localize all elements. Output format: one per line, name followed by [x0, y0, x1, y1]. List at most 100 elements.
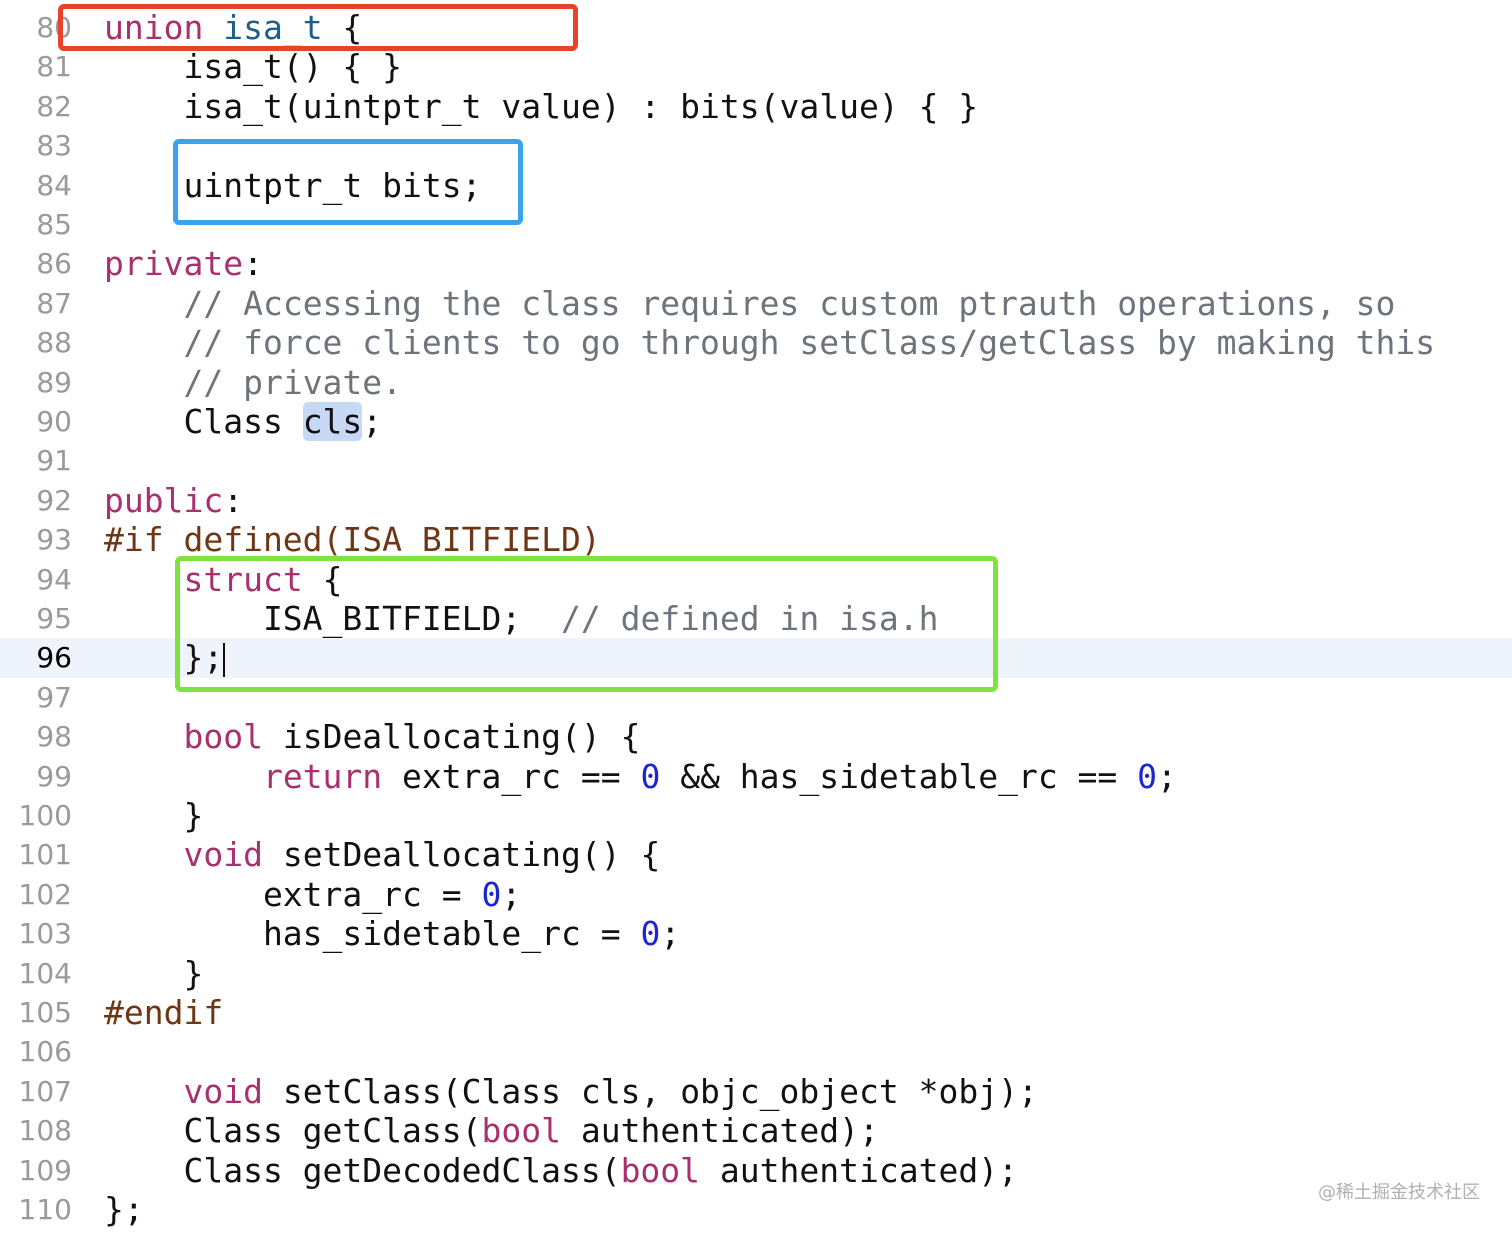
line-number: 95	[36, 602, 72, 635]
code-line[interactable]: 83	[0, 126, 1512, 165]
code-token: {	[322, 8, 363, 47]
line-number: 97	[36, 680, 72, 714]
code-line[interactable]: 102 extra_rc = 0;	[0, 875, 1512, 914]
code-line[interactable]: 99 return extra_rc == 0 && has_sidetable…	[0, 757, 1512, 796]
code-token: ;	[660, 914, 681, 954]
code-line[interactable]: 91	[0, 441, 1512, 480]
code-line[interactable]: 85	[0, 205, 1512, 244]
code-text: Class cls;	[104, 402, 382, 441]
code-token: };	[104, 1190, 144, 1229]
line-number: 109	[18, 1153, 72, 1187]
code-line[interactable]: 108 Class getClass(bool authenticated);	[0, 1111, 1512, 1150]
code-text: return extra_rc == 0 && has_sidetable_rc…	[104, 757, 1177, 796]
code-line[interactable]: 94 struct {	[0, 560, 1512, 599]
code-token	[104, 757, 263, 796]
code-line[interactable]: 106	[0, 1032, 1512, 1071]
code-line[interactable]: 84 uintptr_t bits;	[0, 166, 1512, 205]
code-text: void setClass(Class cls, objc_object *ob…	[104, 1071, 1038, 1111]
preprocessor-token: #endif	[104, 993, 224, 1032]
code-line[interactable]: 95 ISA_BITFIELD; // defined in isa.h	[0, 599, 1512, 638]
comment-token: // defined in isa.h	[560, 599, 939, 638]
keyword-token: bool	[620, 1150, 701, 1190]
code-text: };	[104, 638, 226, 677]
line-number: 91	[36, 444, 72, 478]
code-token: }	[104, 796, 204, 835]
code-text: uintptr_t bits;	[104, 166, 481, 205]
code-text: Class getClass(bool authenticated);	[104, 1111, 879, 1151]
code-line[interactable]: 88 // force clients to go through setCla…	[0, 323, 1512, 362]
line-number: 103	[18, 917, 72, 951]
code-text: extra_rc = 0;	[104, 875, 521, 914]
code-token: ;	[362, 402, 383, 441]
line-number: 93	[36, 523, 72, 557]
code-token	[203, 8, 223, 47]
line-number: 106	[18, 1035, 72, 1069]
comment-token: // private.	[183, 362, 403, 402]
code-line[interactable]: 82 isa_t(uintptr_t value) : bits(value) …	[0, 87, 1512, 126]
code-text: }	[104, 954, 203, 993]
code-token: setDeallocating() {	[262, 835, 661, 875]
code-token	[104, 835, 183, 874]
code-token: :	[223, 480, 244, 520]
code-line[interactable]: 103 has_sidetable_rc = 0;	[0, 914, 1512, 953]
code-token: authenticated);	[560, 1111, 879, 1151]
code-line[interactable]: 97	[0, 678, 1512, 717]
code-text: }	[104, 796, 203, 835]
code-token	[104, 560, 183, 599]
code-line[interactable]: 107 void setClass(Class cls, objc_object…	[0, 1072, 1512, 1111]
keyword-token: bool	[481, 1111, 561, 1151]
line-number: 81	[36, 50, 72, 84]
code-text: };	[104, 1190, 144, 1229]
code-text: isa_t() { }	[104, 47, 402, 86]
keyword-token: union	[104, 8, 204, 47]
code-token: Class getDecodedClass(	[104, 1150, 621, 1190]
code-line[interactable]: 110};	[0, 1190, 1512, 1229]
code-line[interactable]: 87 // Accessing the class requires custo…	[0, 284, 1512, 323]
code-token: Class	[104, 402, 303, 441]
text-caret	[223, 642, 226, 677]
code-line[interactable]: 89 // private.	[0, 363, 1512, 402]
code-token: has_sidetable_rc =	[104, 914, 641, 954]
code-text: union isa_t {	[104, 8, 362, 47]
code-token: extra_rc =	[104, 874, 482, 914]
code-line[interactable]: 104 }	[0, 954, 1512, 993]
line-number: 94	[36, 562, 72, 596]
code-token: :	[243, 244, 263, 284]
code-line[interactable]: 96 };	[0, 638, 1512, 678]
code-line[interactable]: 100 }	[0, 796, 1512, 835]
code-line[interactable]: 90 Class cls;	[0, 402, 1512, 441]
code-token: authenticated);	[700, 1150, 1018, 1190]
code-line[interactable]: 81 isa_t() { }	[0, 47, 1512, 86]
code-token: setClass(Class cls, objc_object *obj);	[262, 1071, 1038, 1111]
code-token: ISA_BITFIELD;	[104, 599, 561, 638]
code-line[interactable]: 109 Class getDecodedClass(bool authentic…	[0, 1151, 1512, 1190]
code-text: isa_t(uintptr_t value) : bits(value) { }	[104, 87, 978, 126]
comment-token: // Accessing the class requires custom p…	[183, 283, 1396, 323]
code-line[interactable]: 98 bool isDeallocating() {	[0, 717, 1512, 756]
keyword-token: struct	[183, 559, 303, 599]
code-text: // Accessing the class requires custom p…	[104, 284, 1395, 323]
code-text: public:	[104, 481, 243, 520]
code-text: Class getDecodedClass(bool authenticated…	[104, 1150, 1018, 1190]
line-number: 100	[18, 799, 72, 832]
line-number: 82	[36, 89, 72, 123]
code-line[interactable]: 93#if defined(ISA_BITFIELD)	[0, 520, 1512, 559]
code-text: // force clients to go through setClass/…	[104, 323, 1435, 362]
code-text: has_sidetable_rc = 0;	[104, 914, 680, 953]
line-number: 89	[36, 365, 72, 399]
line-number: 105	[18, 996, 72, 1029]
code-token: {	[302, 559, 343, 599]
code-text: ISA_BITFIELD; // defined in isa.h	[104, 599, 939, 638]
code-line[interactable]: 105 #endif	[0, 993, 1512, 1032]
keyword-token: return	[262, 756, 383, 796]
number-token: 0	[640, 914, 661, 954]
code-line[interactable]: 101 void setDeallocating() {	[0, 835, 1512, 874]
line-number: 99	[36, 759, 72, 793]
number-token: 0	[640, 756, 661, 796]
code-token	[104, 1072, 183, 1111]
code-text: // private.	[104, 363, 402, 402]
